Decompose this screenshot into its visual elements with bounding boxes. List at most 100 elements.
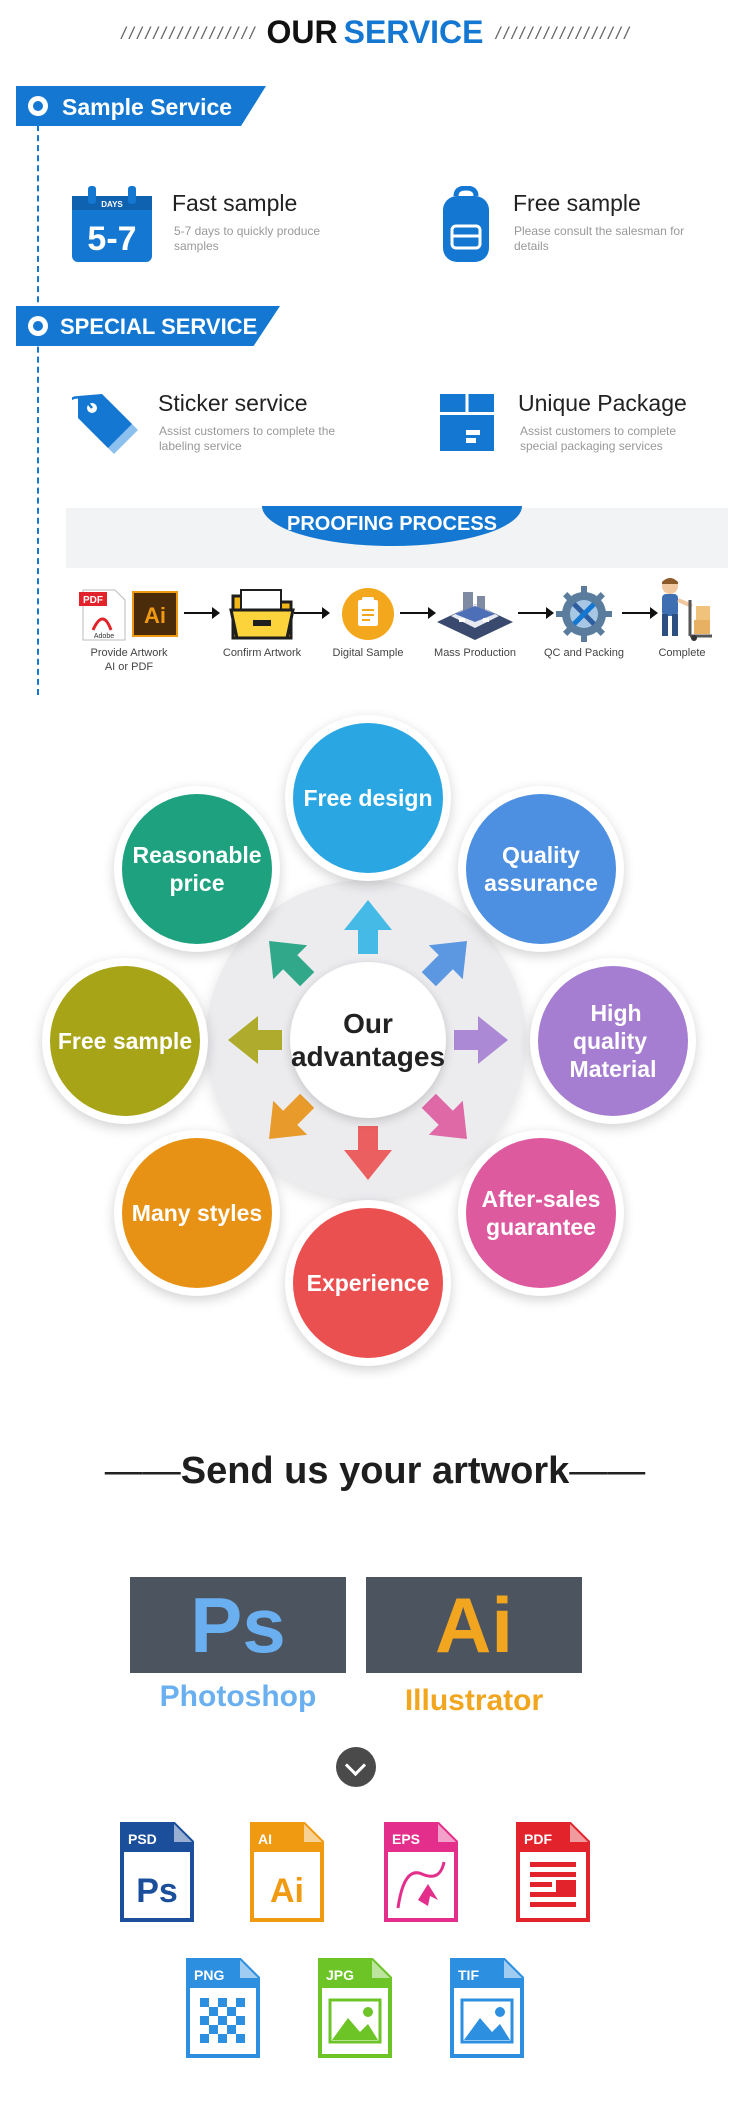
advantage-arrow (269, 941, 315, 987)
advantage-label: Experience (306, 1270, 430, 1296)
special-service-ribbon: SPECIAL SERVICE (16, 306, 280, 346)
proof-step-digital-caption: Digital Sample (332, 647, 404, 659)
title-dashes-right: —— (569, 1450, 646, 1492)
header-slashes-right: ///////////////// (493, 23, 632, 42)
illustrator-abbr: Ai (435, 1581, 513, 1669)
eps-file-icon: EPS (384, 1822, 458, 1922)
free-sample-item: Free sample Please consult the salesman … (440, 180, 720, 270)
advantage-arrow (344, 900, 392, 954)
advantage-label: Free design (303, 785, 433, 811)
photoshop-abbr: Ps (190, 1581, 286, 1669)
advantage-free-design: Free design (293, 723, 443, 873)
advantage-bubble: Free sample (42, 958, 208, 1124)
file-glyph: Ps (136, 1872, 178, 1910)
sample-service-ribbon: Sample Service (16, 86, 266, 126)
proof-step-provide-caption-2: AI or PDF (104, 661, 154, 673)
advantage-label: Free sample (57, 1028, 193, 1054)
advantage-arrow (421, 941, 467, 987)
file-ext-label: JPG (326, 1967, 354, 1983)
adobe-label: Adobe (94, 633, 114, 640)
proof-step-confirm: Confirm Artwork (212, 586, 312, 660)
photoshop-logo: Ps (130, 1577, 346, 1673)
ai-badge: Ai (144, 603, 166, 628)
advantage-label-2: Material (569, 1056, 657, 1082)
file-ext-label: EPS (392, 1831, 420, 1847)
psd-file-icon: PSD Ps (120, 1822, 194, 1922)
advantage-experience: Experience (293, 1208, 443, 1358)
factory-icon (437, 592, 513, 640)
advantages-arrows (228, 900, 508, 1180)
file-ext-label: AI (258, 1831, 272, 1847)
proof-step-confirm-caption: Confirm Artwork (222, 647, 302, 659)
sticker-service-item: Sticker service Assist customers to comp… (72, 384, 352, 464)
advantage-arrow (269, 1093, 315, 1139)
advantages-center-line1: Our (343, 1008, 393, 1039)
title-dashes-left: —— (104, 1450, 181, 1492)
jpg-file-icon: JPG (318, 1958, 392, 2058)
fast-sample-desc: 5-7 days to quickly produce samples (174, 224, 321, 253)
proof-arrow (400, 607, 436, 619)
advantage-label: Quality (502, 842, 580, 868)
proof-step-qc: QC and Packing (534, 586, 634, 660)
illustrator-name: Illustrator (404, 1684, 544, 1717)
advantage-bubble: Experience (285, 1200, 451, 1366)
calendar-days-value: 5-7 (87, 220, 136, 258)
send-artwork-title: ——Send us your artwork—— (0, 1450, 750, 1493)
delivery-worker-icon (662, 578, 712, 641)
advantage-bubble: Free design (285, 715, 451, 881)
file-ext-label: PDF (524, 1831, 552, 1847)
proof-arrow (518, 607, 554, 619)
advantage-bubble: Many styles (114, 1130, 280, 1296)
clipboard-icon (342, 588, 394, 640)
file-ext-label: PSD (128, 1831, 157, 1847)
folder-icon (229, 589, 295, 640)
advantage-free-sample: Free sample (50, 966, 200, 1116)
advantage-label-2: guarantee (486, 1214, 596, 1240)
proof-step-provide-caption: Provide Artwork (90, 647, 168, 659)
advantage-label-2: price (169, 870, 225, 896)
header-title-accent: SERVICE (343, 14, 484, 50)
advantages-center: Our advantages (290, 962, 446, 1118)
header-slashes-left: ///////////////// (119, 23, 258, 42)
advantage-arrow (344, 1126, 392, 1180)
proof-arrow (184, 607, 220, 619)
unique-package-desc: Assist customers to complete special pac… (520, 424, 677, 453)
fast-sample-item: DAYS 5-7 Fast sample 5-7 days to quickly… (70, 180, 330, 270)
pdf-file-icon: PDF (516, 1822, 590, 1922)
advantage-label: Many styles (131, 1200, 263, 1226)
sticker-service-desc: Assist customers to complete the labelin… (159, 424, 336, 453)
unique-package-title: Unique Package (518, 390, 687, 416)
illustrator-logo: Ai (366, 1577, 582, 1673)
pdf-ai-icon: PDF Adobe Ai (79, 589, 178, 641)
tif-file-icon: TIF (450, 1958, 524, 2058)
advantage-label: Reasonable (132, 842, 262, 868)
advantages-center-line2: advantages (290, 1041, 446, 1072)
proof-step-complete-caption: Complete (658, 647, 706, 659)
unique-package-item: Unique Package Assist customers to compl… (436, 384, 736, 464)
png-file-icon: PNG (186, 1958, 260, 2058)
advantage-label: High quality (572, 1000, 648, 1054)
file-glyph: Ai (270, 1872, 304, 1910)
advantage-label: After-sales (481, 1186, 601, 1212)
sticker-service-title: Sticker service (158, 390, 308, 416)
advantage-arrow (421, 1093, 467, 1139)
ribbon-dot-icon (28, 316, 48, 336)
proof-arrow (622, 607, 658, 619)
proof-step-mass: Mass Production (420, 586, 530, 660)
calendar-icon: DAYS 5-7 (72, 186, 152, 262)
advantage-label-2: assurance (484, 870, 598, 896)
fast-sample-title: Fast sample (172, 190, 298, 216)
chevron-down-icon (336, 1747, 376, 1787)
free-sample-title: Free sample (513, 190, 641, 216)
sample-service-title: Sample Service (62, 94, 233, 120)
free-sample-desc: Please consult the salesman for details (514, 224, 685, 253)
